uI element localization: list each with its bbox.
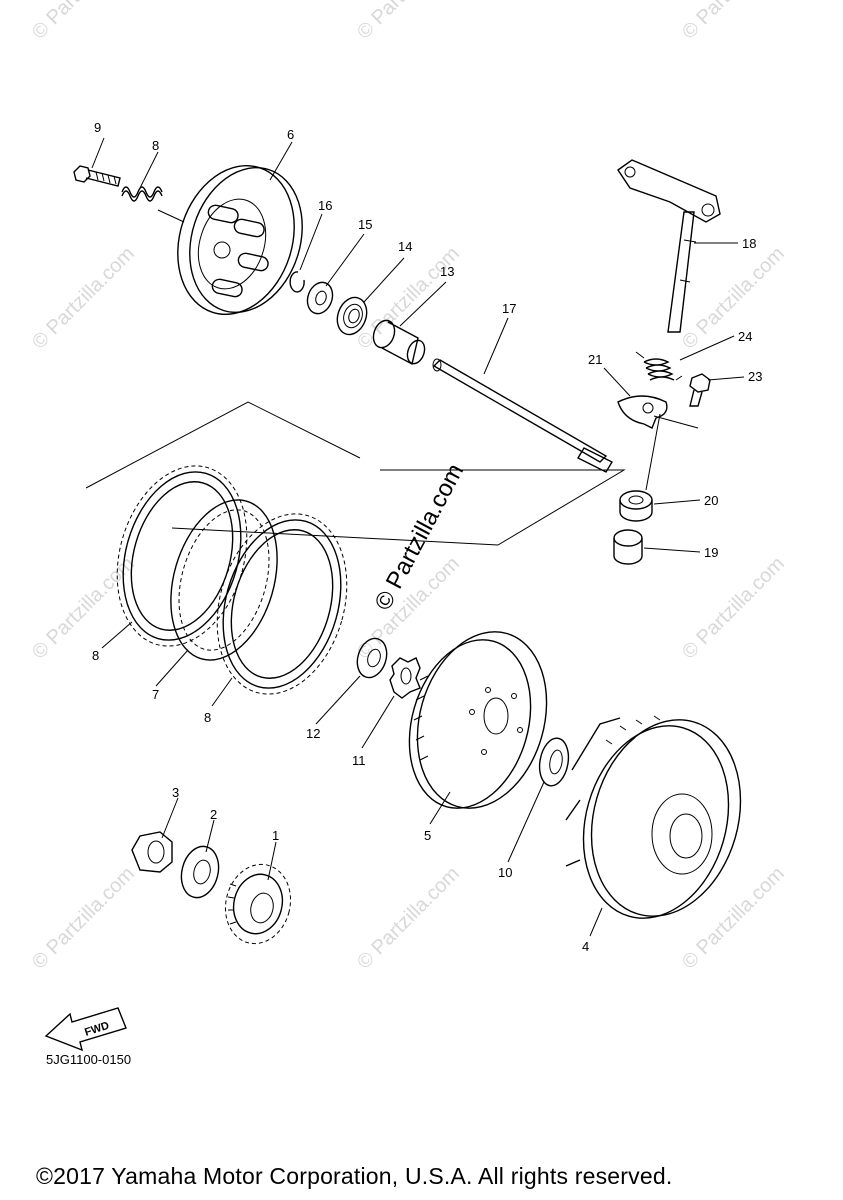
part-23-bolt — [689, 373, 711, 407]
watermark-tile-9: © Partzilla.com — [28, 863, 139, 974]
part-9-spring — [121, 186, 185, 223]
part-2-lock-washer — [180, 845, 220, 899]
watermark-tile-3: © Partzilla.com — [28, 243, 139, 354]
callout-20: 19 — [704, 545, 718, 560]
watermark-tile-0: © Partzilla.com — [28, 0, 139, 44]
clutch-plate-group-outline — [85, 401, 626, 546]
part-16-washer — [306, 281, 334, 315]
fwd-label: FWD — [83, 1020, 111, 1039]
callout-5: 5 — [424, 828, 431, 843]
part-10-bolt — [73, 165, 121, 187]
part-11-thrust-washer — [538, 737, 570, 787]
watermark-tile-8: © Partzilla.com — [678, 553, 789, 664]
callout-7: 7 — [152, 687, 159, 702]
watermark-layer: © Partzilla.com © Partzilla.com © Partzill… — [28, 0, 789, 974]
part-7-clutch-plate — [170, 499, 278, 661]
callout-10: 9 — [94, 120, 101, 135]
callout-13: 12 — [306, 726, 320, 741]
watermark-tile-1: © Partzilla.com — [353, 0, 464, 44]
part-12-lock-washer — [389, 657, 421, 699]
callout-2: 2 — [210, 807, 217, 822]
copyright-notice: ©2017 Yamaha Motor Corporation, U.S.A. A… — [36, 1163, 673, 1189]
part-24-torsion-spring — [635, 351, 683, 381]
callout-19: 18 — [742, 236, 756, 251]
part-19-shaft — [617, 159, 721, 333]
callout-8-left: 8 — [92, 648, 99, 663]
part-17-circlip — [289, 271, 305, 293]
callout-15: 14 — [398, 239, 412, 254]
part-6-pressure-plate — [177, 164, 303, 316]
part-18-push-rod — [432, 358, 613, 473]
part-15-bearing — [336, 296, 368, 336]
callout-9: 8 — [152, 138, 159, 153]
part-22-retainer-plate — [617, 395, 668, 429]
part-21-oil-seal — [619, 490, 653, 522]
watermark-tile-6: © Partzilla.com — [28, 553, 139, 664]
callout-23: 23 — [748, 369, 762, 384]
callout-8-right: 8 — [204, 710, 211, 725]
callout-21: 20 — [704, 493, 718, 508]
watermark-tile-10: © Partzilla.com — [353, 863, 464, 974]
watermark-tile-5: © Partzilla.com — [678, 243, 789, 354]
watermark-tile-4: © Partzilla.com — [353, 243, 464, 354]
callout-6: 6 — [287, 127, 294, 142]
watermark-tile-2: © Partzilla.com — [678, 0, 789, 44]
part-1-primary-drive-gear — [224, 863, 292, 945]
callout-3: 3 — [172, 785, 179, 800]
part-5-clutch-boss — [408, 631, 548, 809]
callout-14: 13 — [440, 264, 454, 279]
part-14-push-piece — [372, 319, 426, 366]
callout-16: 15 — [358, 217, 372, 232]
diagram-code: 5JG1100-0150 — [46, 1052, 132, 1067]
part-13-washer — [356, 637, 388, 679]
callout-4: 4 — [582, 939, 589, 954]
callout-12: 11 — [352, 753, 366, 768]
callout-labels: 9 8 6 16 15 14 13 17 18 24 21 23 20 19 8… — [92, 120, 762, 954]
callout-17: 16 — [318, 198, 332, 213]
callout-1: 1 — [272, 828, 279, 843]
part-4-clutch-housing — [565, 715, 742, 919]
leader-lines — [91, 137, 745, 937]
part-8-friction-plate-b — [216, 513, 348, 695]
part-3-nut — [131, 831, 173, 873]
fwd-direction-arrow: FWD — [44, 1007, 127, 1052]
callout-22: 21 — [588, 352, 602, 367]
part-20-bushing — [613, 529, 643, 565]
watermark-tile-11: © Partzilla.com — [678, 863, 789, 974]
callout-24: 24 — [738, 329, 752, 344]
callout-18: 17 — [502, 301, 516, 316]
callout-11: 10 — [498, 865, 512, 880]
